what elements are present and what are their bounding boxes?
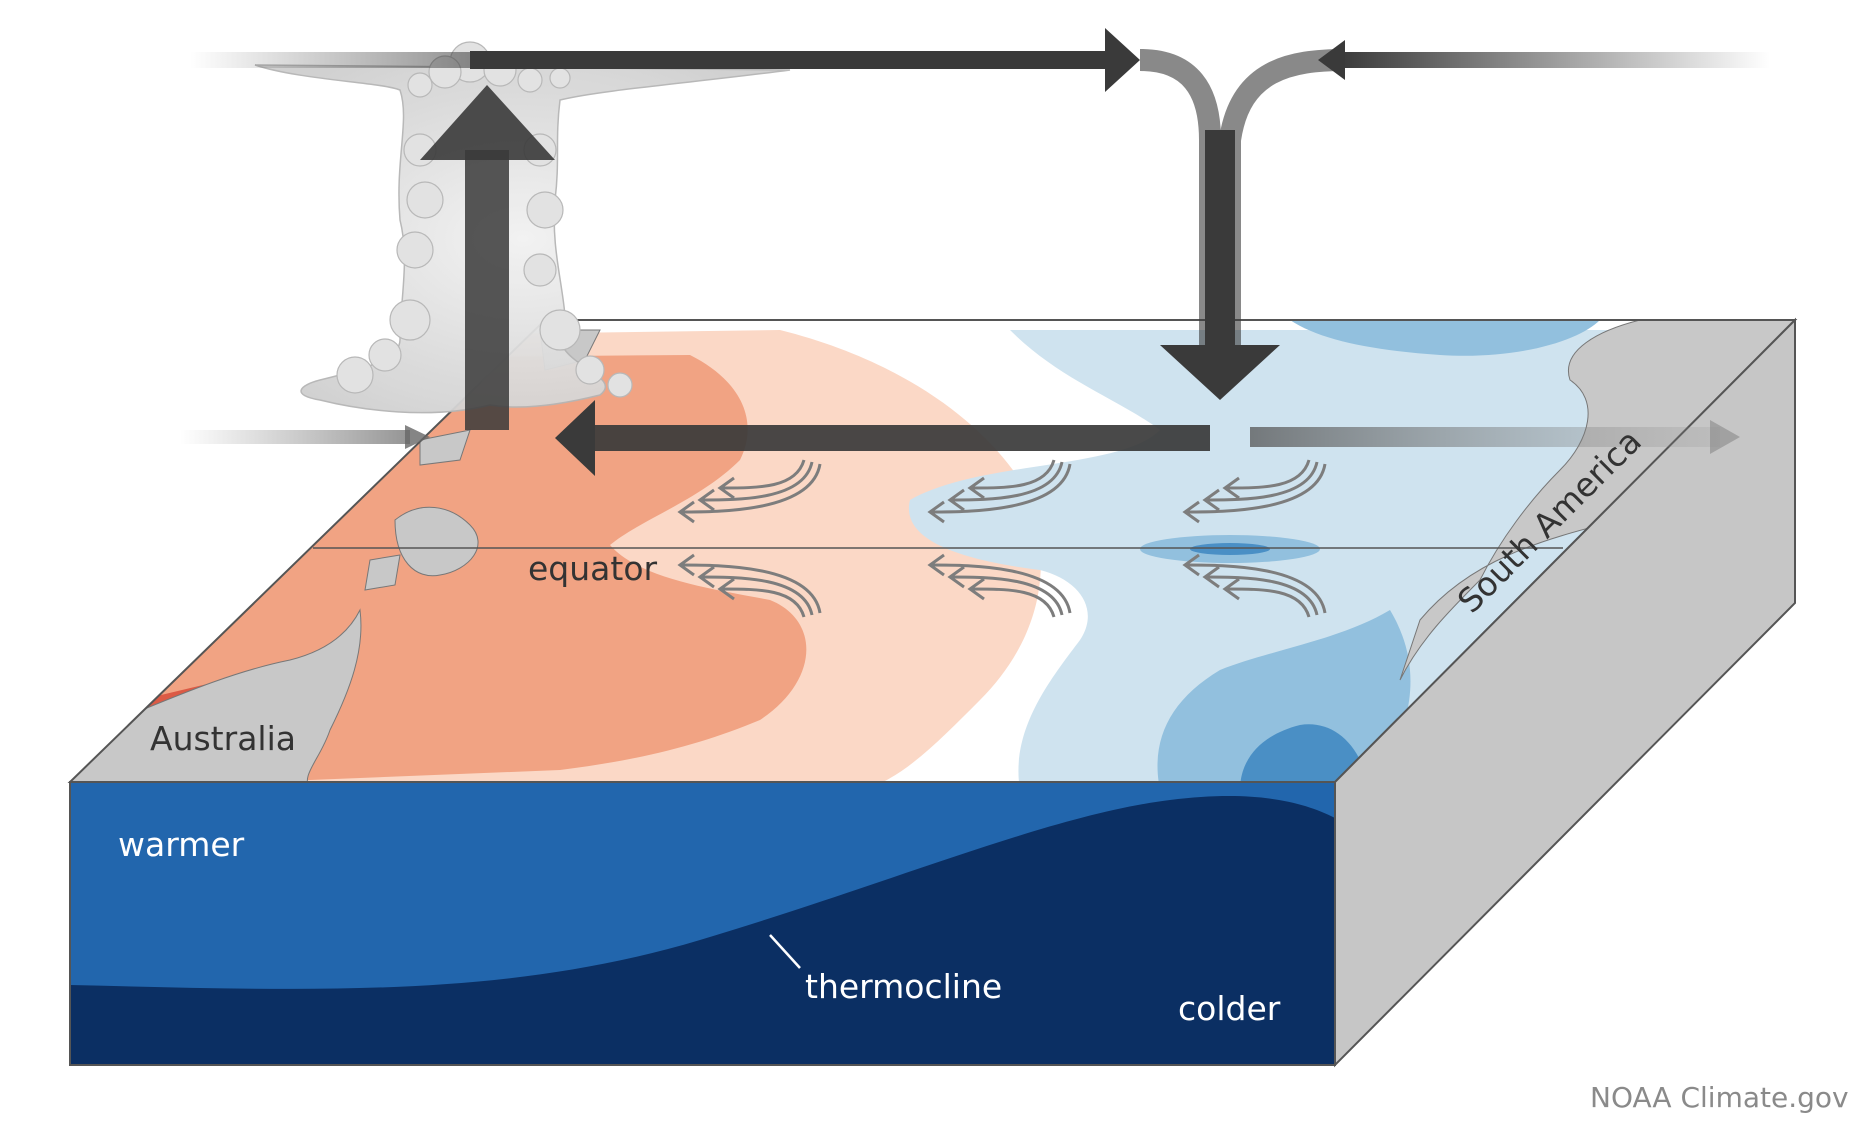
trade-wind-arrow — [949, 575, 1064, 616]
trade-wind-arrow — [699, 461, 814, 502]
trade-wind-arrowhead — [1222, 476, 1240, 500]
equator-label: equator — [528, 549, 658, 588]
cold-water-layer — [70, 796, 1335, 1065]
trade-wind-arrow — [1224, 587, 1311, 618]
trade-wind-arrowhead — [1222, 577, 1240, 601]
trade-wind-arrow — [1204, 461, 1319, 502]
cool-anomaly-north — [1290, 320, 1600, 356]
walker-circulation — [180, 28, 1770, 476]
trade-wind-arrow — [949, 461, 1064, 502]
trade-wind-arrowhead — [677, 500, 695, 524]
ascending-arrowhead — [420, 85, 555, 160]
australia-label: Australia — [150, 719, 296, 758]
cool-anomaly-dark — [1240, 724, 1370, 782]
trade-wind-arrowhead — [927, 553, 945, 577]
trade-wind-arrowhead — [717, 476, 735, 500]
trade-wind-arrowhead — [947, 488, 965, 512]
trade-wind-arrowhead — [1202, 565, 1220, 589]
colder-label: colder — [1178, 989, 1281, 1028]
ascending-shaft — [465, 150, 509, 430]
trade-wind-arrows — [677, 459, 1327, 618]
trade-wind-arrowhead — [1202, 488, 1220, 512]
maritime-continent — [364, 329, 601, 591]
trade-wind-arrow — [679, 563, 822, 614]
surface-westward-shaft — [590, 425, 1210, 451]
trade-wind-arrowhead — [697, 488, 715, 512]
trade-wind-arrow — [1224, 459, 1311, 490]
cool-equatorial-core — [1190, 543, 1270, 555]
warmer-label: warmer — [118, 825, 245, 864]
trade-wind-arrowhead — [967, 476, 985, 500]
trade-wind-arrow — [969, 459, 1056, 490]
trade-wind-arrow — [719, 587, 806, 618]
descending-shaft — [1205, 130, 1235, 350]
trade-wind-arrow — [1204, 575, 1319, 616]
trade-wind-arrow — [929, 563, 1072, 614]
trade-wind-arrow — [719, 459, 806, 490]
thermocline-label: thermocline — [805, 967, 1003, 1006]
thermocline-pointer — [769, 934, 801, 969]
australia-landmass — [70, 608, 362, 782]
convection-cloud — [254, 41, 791, 414]
credit-label: NOAA Climate.gov — [1590, 1081, 1849, 1114]
trade-wind-arrowhead — [677, 553, 695, 577]
block-side-face — [1334, 317, 1796, 1068]
trade-wind-arrowhead — [697, 565, 715, 589]
trade-wind-arrow — [929, 463, 1072, 514]
trade-wind-arrow — [1184, 463, 1327, 514]
trade-wind-arrow — [1184, 563, 1327, 614]
trade-wind-arrowhead — [927, 500, 945, 524]
trade-wind-arrowhead — [1182, 500, 1200, 524]
surface-westward-arrowhead — [555, 400, 595, 476]
trade-wind-arrowhead — [717, 577, 735, 601]
descending-arrowhead — [1160, 345, 1280, 400]
ocean-cross-section — [69, 781, 1336, 1066]
trade-wind-arrowhead — [1182, 553, 1200, 577]
trade-wind-arrow — [969, 587, 1056, 618]
trade-wind-arrowhead — [947, 565, 965, 589]
trade-wind-arrowhead — [967, 577, 985, 601]
upper-east-arrowhead — [1105, 28, 1140, 92]
trade-wind-arrow — [699, 575, 814, 616]
trade-wind-arrow — [679, 463, 822, 514]
